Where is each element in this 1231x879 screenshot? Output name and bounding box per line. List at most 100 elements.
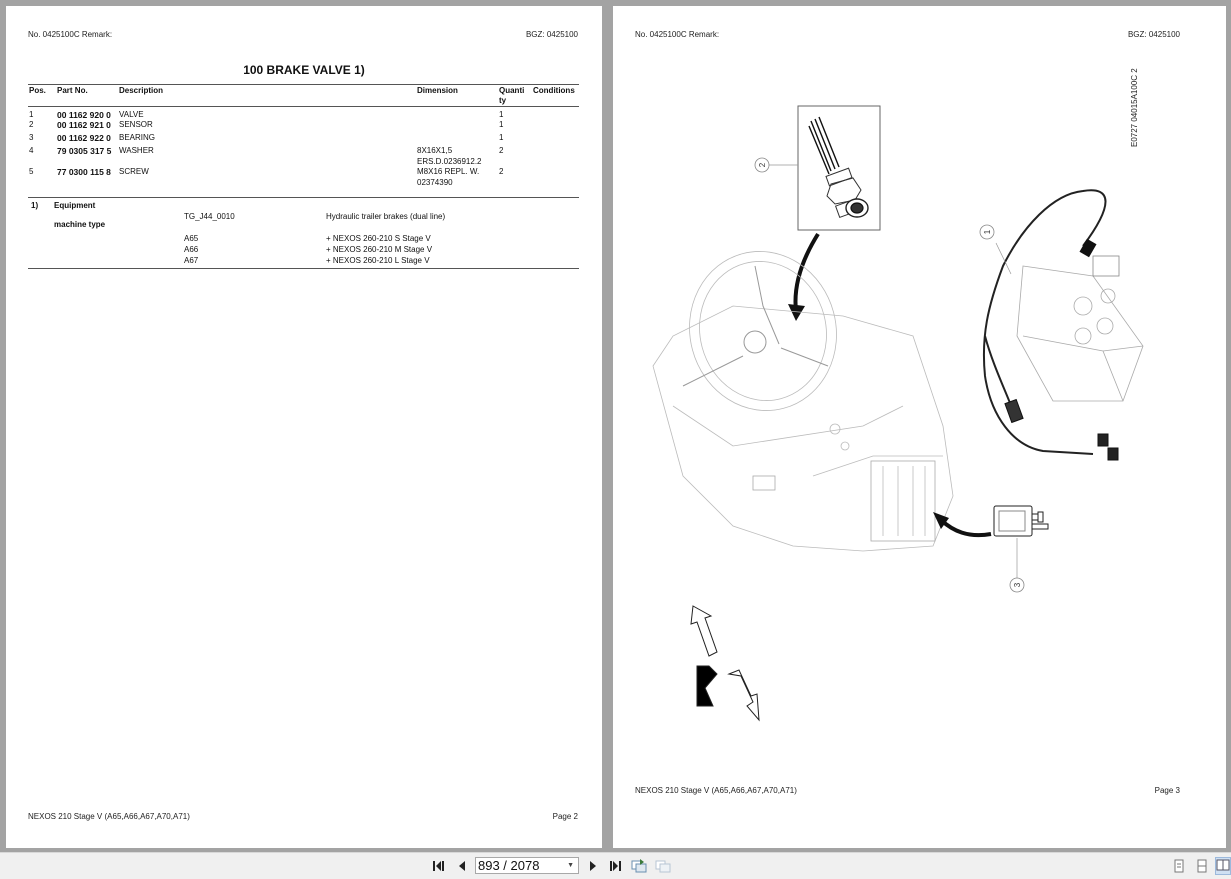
page-number: Page 2 xyxy=(552,812,578,821)
machine-type-desc: + NEXOS 260-210 M Stage V xyxy=(326,245,433,254)
page-number-input[interactable]: 893 / 2078 ▼ xyxy=(475,857,579,874)
page-footer-left: NEXOS 210 Stage V (A65,A66,A67,A70,A71) xyxy=(28,812,190,821)
rotate-back-button[interactable] xyxy=(631,859,647,873)
facing-pages-view-icon xyxy=(1216,859,1230,871)
cell-pos xyxy=(28,157,56,168)
column-header: Dimension xyxy=(416,84,498,107)
table-row: 02374390 xyxy=(28,178,579,189)
prev-page-button[interactable] xyxy=(455,859,469,873)
cell-description xyxy=(118,178,416,189)
cell-part-no xyxy=(56,157,118,168)
column-header: Description xyxy=(118,84,416,107)
cell-pos: 3 xyxy=(29,133,34,142)
table-header-row: Pos. Part No. Description Dimension Quan… xyxy=(28,84,579,107)
cell-part-no: 00 1162 922 0 xyxy=(57,133,111,143)
page-title: 100 BRAKE VALVE 1) xyxy=(243,63,365,77)
cell-description: SENSOR xyxy=(119,120,153,129)
cell-conditions xyxy=(532,146,579,157)
table-row: 1 00 1162 920 0 VALVE 1 xyxy=(28,110,579,121)
cell-description: BEARING xyxy=(119,133,156,142)
cell-pos: 2 xyxy=(29,120,34,129)
machine-type-desc: + NEXOS 260-210 S Stage V xyxy=(326,234,431,243)
cell-part-no xyxy=(56,178,118,189)
cell-quantity: 1 xyxy=(499,133,504,142)
parts-table: Pos. Part No. Description Dimension Quan… xyxy=(28,84,579,188)
single-page-view-button[interactable] xyxy=(1172,859,1186,873)
single-page-view-icon xyxy=(1174,859,1184,873)
cell-conditions xyxy=(532,120,579,133)
cell-description: SCREW xyxy=(119,167,149,176)
sensor-detail xyxy=(797,105,881,231)
svg-text:3: 3 xyxy=(1013,582,1022,587)
cell-part-no: 00 1162 920 0 xyxy=(57,109,111,120)
column-header: Conditions xyxy=(532,84,579,107)
document-page-left: No. 0425100C Remark: BGZ: 0425100 100 BR… xyxy=(6,6,602,848)
wiring-harness xyxy=(982,189,1107,455)
equipment-label: Equipment xyxy=(54,201,96,210)
rotate-disabled-icon xyxy=(655,860,671,873)
table-row: ERS.D.0236912.2 xyxy=(28,157,579,168)
page-header-right: BGZ: 0425100 xyxy=(525,30,578,39)
machine-type-label: machine type xyxy=(54,220,106,229)
cell-part-no: 79 0305 317 5 xyxy=(57,146,112,156)
cell-pos: 1 xyxy=(29,109,34,119)
cell-quantity: 2 xyxy=(499,167,504,176)
continuous-view-button[interactable] xyxy=(1195,859,1209,873)
table-row: 2 00 1162 921 0 SENSOR 1 xyxy=(28,120,579,133)
footnote-block: 1) Equipment TG_J44_0010 Hydraulic trail… xyxy=(28,197,579,269)
continuous-view-icon xyxy=(1197,859,1207,873)
cell-dimension xyxy=(416,120,498,133)
orientation-arrows xyxy=(690,605,760,722)
cell-quantity: 1 xyxy=(499,109,504,119)
facing-pages-view-button[interactable] xyxy=(1215,857,1231,875)
cell-quantity: 1 xyxy=(499,120,504,129)
equipment-desc: Hydraulic trailer brakes (dual line) xyxy=(326,212,446,221)
cell-dimension: M8X16 REPL. W. xyxy=(417,167,480,176)
callout-2: 2 xyxy=(754,157,770,173)
cell-description xyxy=(118,157,416,168)
chevron-down-icon[interactable]: ▼ xyxy=(567,862,574,869)
first-page-icon xyxy=(433,861,444,871)
page-footer-left: NEXOS 210 Stage V (A65,A66,A67,A70,A71) xyxy=(635,786,797,795)
svg-text:2: 2 xyxy=(758,162,767,167)
page-number-value: 893 / 2078 xyxy=(478,858,540,873)
cell-dimension xyxy=(416,133,498,146)
cell-dimension: ERS.D.0236912.2 xyxy=(417,156,482,166)
footnote-marker: 1) xyxy=(31,201,39,210)
cell-part-no: 77 0300 115 8 xyxy=(57,167,111,177)
page-header-left: No. 0425100C Remark: xyxy=(635,30,720,39)
page-number: Page 3 xyxy=(1154,786,1180,795)
cell-conditions xyxy=(532,110,579,121)
column-header: Pos. xyxy=(28,84,56,107)
machine-type-code: A65 xyxy=(184,234,199,243)
last-page-icon xyxy=(610,861,621,871)
next-page-icon xyxy=(590,861,596,871)
svg-text:1: 1 xyxy=(983,229,992,234)
next-page-button[interactable] xyxy=(586,859,600,873)
cell-quantity: 2 xyxy=(499,146,504,155)
page-header-left: No. 0425100C Remark: xyxy=(28,30,113,39)
machine-type-desc: + NEXOS 260-210 L Stage V xyxy=(326,256,430,265)
cell-conditions xyxy=(532,167,579,178)
first-page-button[interactable] xyxy=(432,859,446,873)
table-row: 3 00 1162 922 0 BEARING 1 xyxy=(28,133,579,146)
callout-3: 3 xyxy=(1009,577,1025,593)
brake-valve-assembly xyxy=(1016,255,1144,402)
machine-type-code: A67 xyxy=(184,256,199,265)
table-row: 5 77 0300 115 8 SCREW M8X16 REPL. W. 2 xyxy=(28,167,579,178)
cell-quantity xyxy=(498,157,532,168)
table-row: 4 79 0305 317 5 WASHER 8X16X1,5 2 xyxy=(28,146,579,157)
cell-description: WASHER xyxy=(119,146,154,155)
cell-dimension: 8X16X1,5 xyxy=(417,146,453,155)
column-header: Part No. xyxy=(56,84,118,107)
steering-console xyxy=(652,251,954,552)
document-page-right: No. 0425100C Remark: BGZ: 0425100 E0727 … xyxy=(613,6,1226,848)
cell-dimension xyxy=(416,110,498,121)
last-page-button[interactable] xyxy=(608,859,622,873)
rotate-forward-button[interactable] xyxy=(655,859,671,873)
viewer-toolbar: 893 / 2078 ▼ xyxy=(0,852,1231,879)
prev-page-icon xyxy=(459,861,465,871)
rotate-icon xyxy=(631,859,647,873)
cell-conditions xyxy=(532,157,579,168)
